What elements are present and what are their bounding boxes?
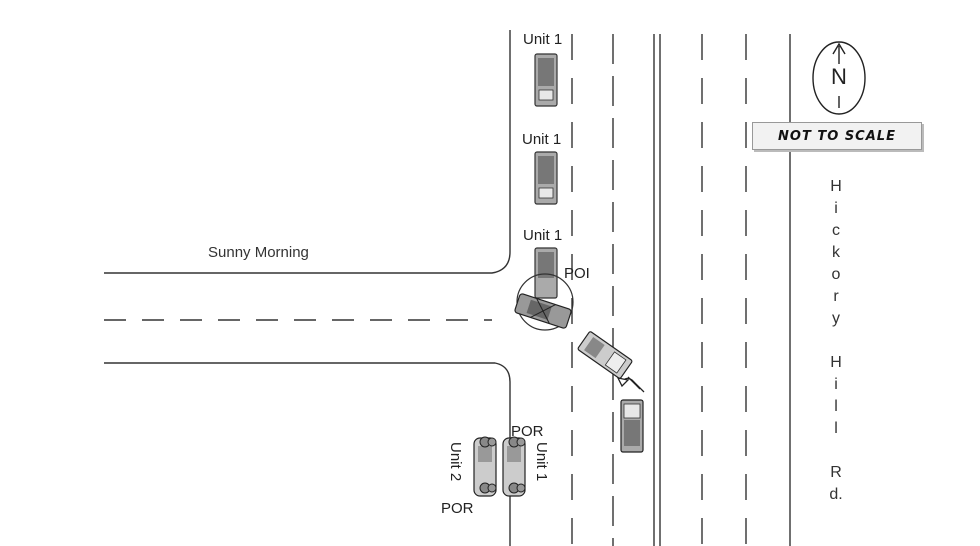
north-arrow-icon — [812, 41, 866, 115]
label-unit1-a: Unit 1 — [523, 31, 563, 48]
unit1-vehicle-c — [534, 247, 558, 299]
label-unit2-rest: Unit 2 — [447, 442, 464, 482]
north-road-edge — [104, 30, 511, 274]
north-letter: N — [831, 64, 847, 89]
label-por-unit2: POR — [441, 500, 474, 517]
label-unit1-c: Unit 1 — [523, 227, 563, 244]
street-letter: l — [834, 398, 838, 415]
turn-arrow-icon — [616, 376, 645, 393]
label-por-unit1: POR — [511, 423, 544, 440]
unit1-vehicle-b — [534, 151, 558, 205]
label-unit1-rest: Unit 1 — [533, 442, 550, 482]
hickory-hill-road — [571, 34, 791, 546]
label-unit1-b: Unit 1 — [522, 131, 562, 148]
sunny-morning-road — [104, 30, 511, 546]
street-letter: l — [834, 420, 838, 437]
street-name-hickory-hill: H i c k o r y H i l l R d. — [826, 176, 846, 506]
unit1-rest-vehicle — [502, 436, 526, 497]
unit1-vehicle-a — [534, 53, 558, 107]
point-of-impact — [514, 273, 574, 331]
street-letter: d. — [829, 486, 843, 503]
not-to-scale-note: NOT TO SCALE — [752, 122, 922, 150]
street-letter: c — [832, 222, 840, 239]
unit2-vehicle-b — [620, 399, 644, 453]
street-letter: R — [830, 464, 842, 481]
street-letter-gap — [826, 330, 846, 352]
unit2-rest-vehicle — [473, 436, 497, 497]
street-letter-gap — [826, 440, 846, 462]
street-letter: H — [830, 178, 842, 195]
south-road-edge — [104, 362, 511, 546]
street-name-sunny-morning: Sunny Morning — [208, 244, 309, 261]
unit2-vehicle-approach — [577, 331, 633, 379]
street-letter: i — [834, 376, 838, 393]
street-letter: i — [834, 200, 838, 217]
label-poi: POI — [564, 265, 590, 282]
street-letter: H — [830, 354, 842, 371]
street-letter: r — [833, 288, 839, 305]
street-letter: o — [831, 266, 841, 283]
street-letter: y — [832, 310, 840, 327]
street-letter: k — [832, 244, 840, 261]
